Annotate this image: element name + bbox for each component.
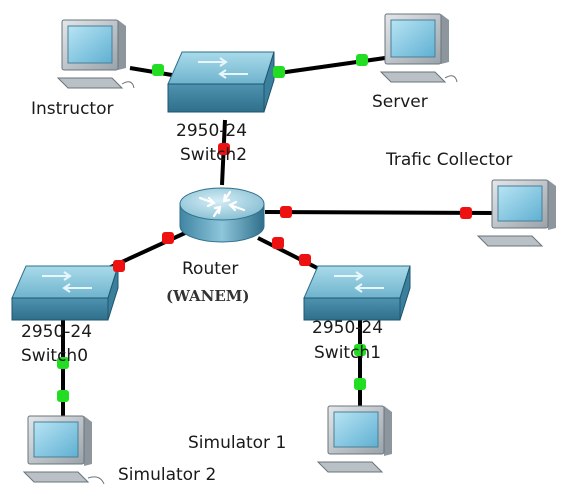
link-router-collector[interactable] xyxy=(264,210,496,215)
switch1[interactable] xyxy=(303,265,411,321)
link-down-dot xyxy=(460,207,472,219)
link-up-dot xyxy=(354,344,366,356)
router-top xyxy=(179,187,265,221)
router[interactable] xyxy=(179,187,265,243)
server-pc[interactable] xyxy=(379,13,458,83)
switch1-model-label: 2950-24 xyxy=(312,318,384,338)
link-down-dot xyxy=(162,232,174,244)
switch-top xyxy=(167,51,275,85)
pc-screen xyxy=(67,25,113,64)
switch-side xyxy=(263,51,275,113)
simulator1-label: Simulator 1 xyxy=(188,433,287,453)
switch2[interactable] xyxy=(167,51,275,113)
simulator2-pc[interactable] xyxy=(22,415,105,485)
router-subtitle-label: (WANEM) xyxy=(166,287,250,305)
link-up-dot xyxy=(152,64,164,76)
link-up-dot xyxy=(273,66,285,78)
switch-arrows-icon xyxy=(198,57,248,79)
switch2-model-label: 2950-24 xyxy=(176,121,248,141)
switch2-name-label: Switch2 xyxy=(180,145,248,165)
simulator1-pc[interactable] xyxy=(316,405,392,473)
link-down-dot xyxy=(299,254,311,266)
link-up-dot xyxy=(354,378,366,390)
switch1-name-label: Switch1 xyxy=(314,343,382,363)
instructor-label: Instructor xyxy=(31,99,114,119)
instructor-pc[interactable] xyxy=(56,19,135,89)
link-up-dot xyxy=(356,54,368,66)
router-arrows-icon xyxy=(198,190,246,218)
link-down-dot xyxy=(218,143,230,155)
switch0-model-label: 2950-24 xyxy=(21,322,93,342)
server-label: Server xyxy=(372,92,428,112)
pc-monitor-side xyxy=(118,20,126,70)
link-status-indicators xyxy=(57,54,472,402)
link-down-dot xyxy=(280,206,292,218)
link-down-dot xyxy=(272,237,284,249)
trafic-collector-label: Trafic Collector xyxy=(386,150,513,170)
switch-front xyxy=(167,83,265,113)
link-up-dot xyxy=(57,390,69,402)
simulator2-label: Simulator 2 xyxy=(118,465,217,485)
link-up-dot xyxy=(57,357,69,369)
pc-mouse-cable xyxy=(121,81,135,89)
link-down-dot xyxy=(113,260,125,272)
trafic-collector-pc[interactable] xyxy=(476,179,556,247)
pc-keyboard xyxy=(56,77,124,89)
router-name-label: Router xyxy=(182,259,239,279)
switch0-name-label: Switch0 xyxy=(21,346,89,366)
switch0[interactable] xyxy=(11,265,119,321)
